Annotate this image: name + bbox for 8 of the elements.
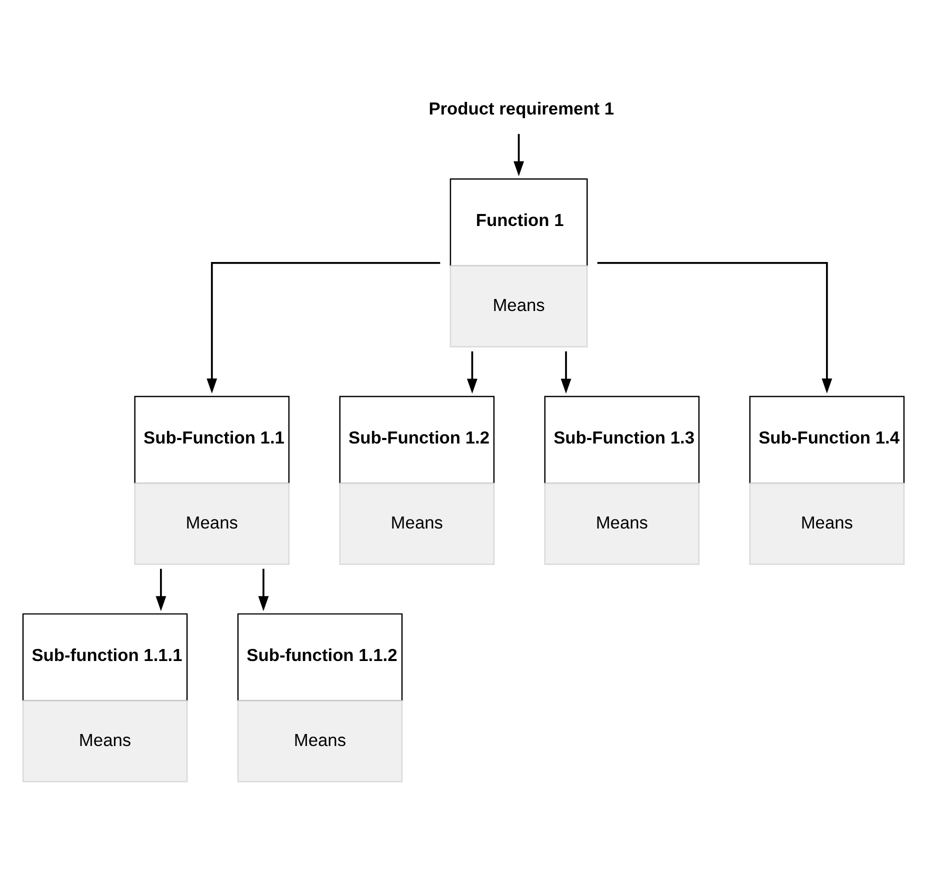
node-text: Product requirement 1 (428, 98, 614, 119)
arrow (466, 351, 478, 394)
arrow (560, 351, 572, 394)
arrow (258, 568, 269, 612)
arrow (597, 262, 832, 394)
arrow (514, 134, 524, 176)
arrow (206, 262, 440, 394)
arrow (156, 568, 166, 612)
